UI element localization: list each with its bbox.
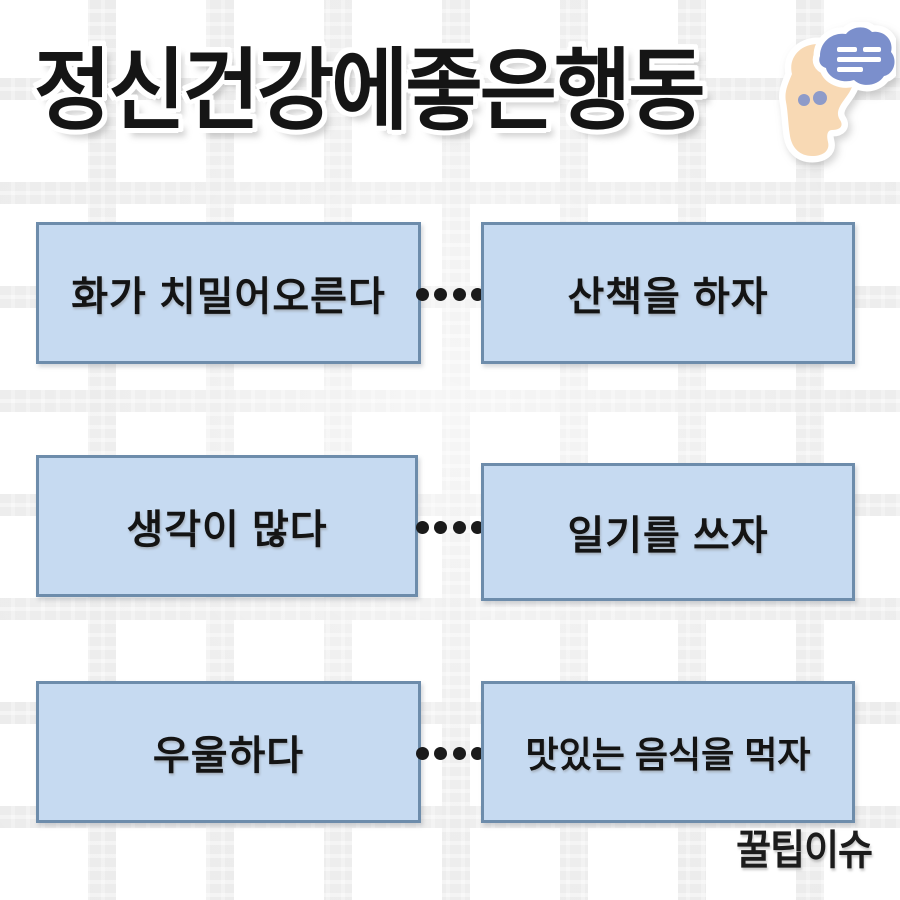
pair-row: 우울하다 맛있는 음식을 먹자 xyxy=(0,679,900,827)
connector-dot xyxy=(434,287,448,301)
problem-label: 화가 치밀어오른다 xyxy=(71,275,386,319)
connector-dots xyxy=(414,220,486,368)
connector-dot xyxy=(434,746,448,760)
thought-cloud-icon xyxy=(812,22,896,92)
pair-row: 화가 치밀어오른다 산책을 하자 xyxy=(0,220,900,368)
page-title-text: 정신건강에좋은행동 xyxy=(34,40,706,141)
solution-label: 맛있는 음식을 먹자 xyxy=(525,734,811,775)
connector-dot xyxy=(452,746,466,760)
connector-dot xyxy=(452,520,466,534)
connector-dot xyxy=(470,746,484,760)
pair-row: 생각이 많다 일기를 쓰자 xyxy=(0,453,900,601)
page-title: 정신건강에좋은행동 xyxy=(34,38,864,178)
solution-label: 산책을 하자 xyxy=(567,275,769,319)
problem-label: 우울하다 xyxy=(152,734,305,778)
problem-box[interactable]: 화가 치밀어오른다 xyxy=(36,222,421,364)
connector-dot xyxy=(416,746,429,760)
problem-label: 생각이 많다 xyxy=(126,508,328,552)
connector-dot xyxy=(470,287,484,301)
connector-dots xyxy=(414,453,486,601)
problem-box[interactable]: 우울하다 xyxy=(36,681,421,823)
connector-dot xyxy=(434,520,448,534)
connector-dot xyxy=(452,287,466,301)
problem-box[interactable]: 생각이 많다 xyxy=(36,455,418,597)
connector-dot xyxy=(470,520,484,534)
connector-dot xyxy=(416,287,429,301)
solution-label: 일기를 쓰자 xyxy=(567,514,769,558)
solution-box[interactable]: 맛있는 음식을 먹자 xyxy=(481,681,855,823)
thinking-head-sticker xyxy=(758,22,896,174)
connector-dot xyxy=(416,520,429,534)
connector-dots xyxy=(414,679,486,827)
solution-box[interactable]: 산책을 하자 xyxy=(481,222,855,364)
brand-watermark: 꿀팁이슈 xyxy=(736,828,873,874)
solution-box[interactable]: 일기를 쓰자 xyxy=(481,463,855,601)
